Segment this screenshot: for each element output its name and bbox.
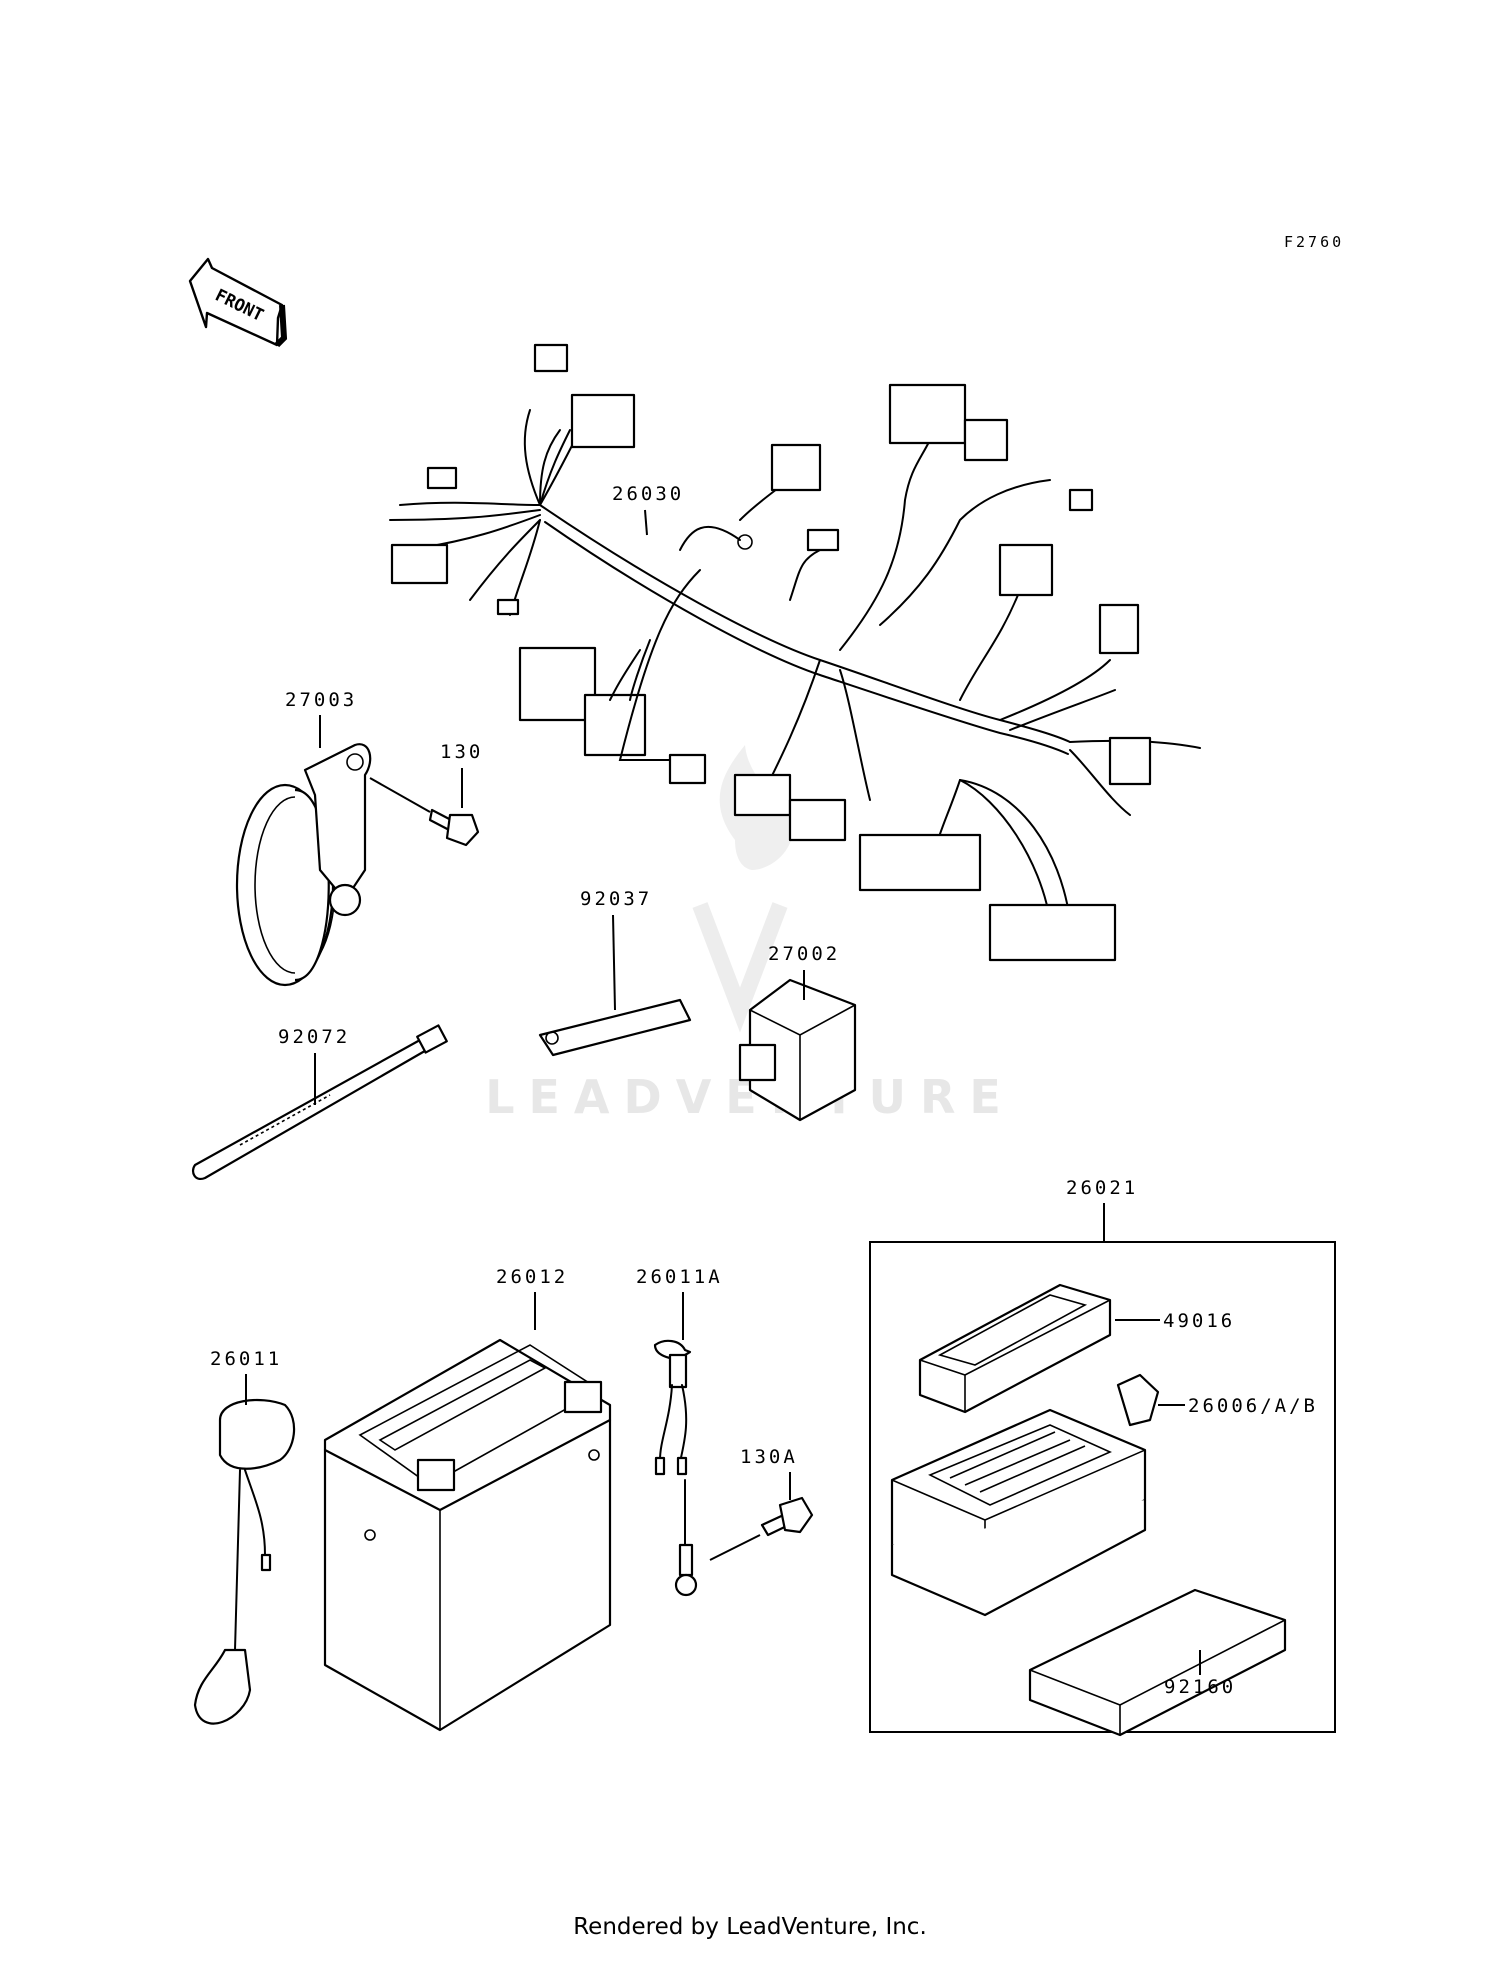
fuse-box-cover-label: 92160 bbox=[1164, 1676, 1236, 1698]
diagram-ref: F2760 bbox=[1284, 233, 1344, 251]
fuse-cover-label: 49016 bbox=[1163, 1310, 1235, 1332]
battery: 26012 bbox=[323, 1266, 612, 1732]
harness-label: 26030 bbox=[612, 483, 684, 505]
relay-label: 27002 bbox=[768, 943, 840, 965]
fuse-box-label: 26021 bbox=[1066, 1177, 1138, 1199]
footer-credit: Rendered by LeadVenture, Inc. bbox=[573, 1914, 927, 1940]
battery-lead: 26011 bbox=[193, 1348, 296, 1725]
relay: 27002 bbox=[738, 943, 857, 1122]
strap: 92037 bbox=[538, 888, 692, 1057]
bolt-label: 130 bbox=[440, 741, 483, 763]
strap-label: 92037 bbox=[580, 888, 652, 910]
wiring-harness: 26030 bbox=[389, 343, 1201, 962]
bolt-a-label: 130A bbox=[740, 1446, 798, 1468]
ground-lead-label: 26011A bbox=[636, 1266, 723, 1288]
ground-lead: 26011A bbox=[636, 1266, 761, 1597]
fuse-box-group: 26021 49016 26006/A/B 92160 bbox=[869, 1177, 1336, 1737]
band-label: 92072 bbox=[278, 1026, 350, 1048]
band: 92072 bbox=[191, 1024, 448, 1180]
battery-lead-label: 26011 bbox=[210, 1348, 282, 1370]
bolt-130: 130 bbox=[369, 741, 483, 847]
battery-label: 26012 bbox=[496, 1266, 568, 1288]
horn: 27003 bbox=[235, 689, 372, 987]
horn-label: 27003 bbox=[285, 689, 357, 711]
bolt-130a: 130A bbox=[740, 1446, 814, 1537]
fuse-label: 26006/A/B bbox=[1188, 1395, 1318, 1417]
front-arrow-icon: FRONT bbox=[188, 257, 288, 348]
